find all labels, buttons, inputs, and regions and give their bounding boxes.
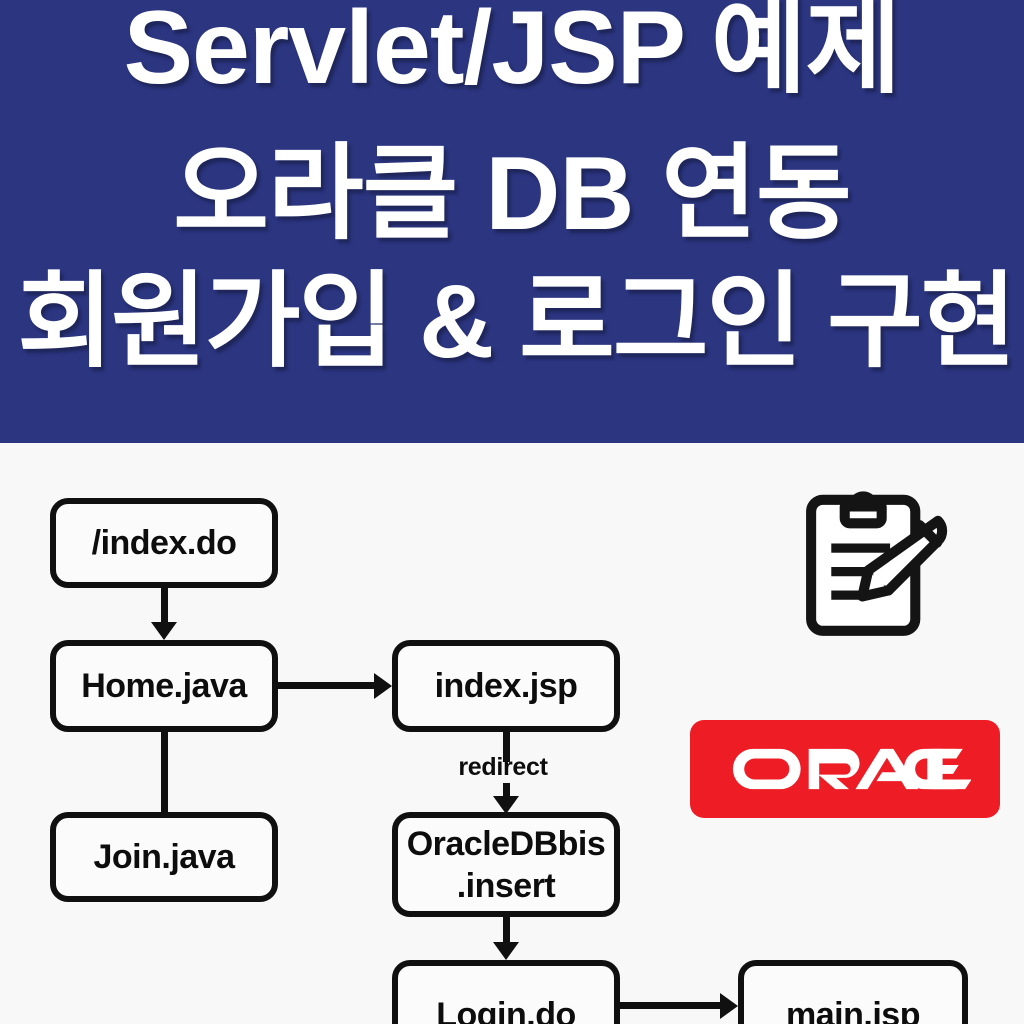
flow-node-label: Join.java [93, 838, 235, 876]
arrowhead-indexdo-to-home [151, 622, 177, 640]
connector-home-to-join [161, 732, 168, 812]
oracle-logo-badge [690, 720, 1000, 818]
connector-indexjsp-to-redirect [503, 732, 510, 762]
connector-login-to-mainjsp [620, 1002, 720, 1009]
flow-node-index-do[interactable]: /index.do [50, 498, 278, 588]
banner-title-line-1: Servlet/JSP 예제 [123, 0, 902, 106]
clipboard-pencil-icon [806, 491, 948, 636]
flow-node-main-jsp[interactable]: main.jsp [738, 960, 968, 1024]
flow-node-label: main.jsp [786, 996, 920, 1024]
banner-title-line-3: 회원가입 & 로그인 구현 [17, 264, 1017, 380]
connector-indexdo-to-home [161, 588, 168, 624]
flow-node-label: index.jsp [434, 667, 578, 705]
title-banner: Servlet/JSP 예제 오라클 DB 연동 회원가입 & 로그인 구현 [0, 0, 1024, 443]
flow-node-label-line-2: .insert [456, 866, 556, 905]
banner-title-line-2: 오라클 DB 연동 [173, 136, 851, 252]
arrowhead-redirect-to-oracledbbis [493, 796, 519, 814]
flowchart: redirect /index.do Home.java Join.java i… [0, 443, 1024, 1024]
flow-node-label: Home.java [81, 667, 247, 705]
flow-node-label: /index.do [91, 524, 237, 562]
connector-home-to-indexjsp [278, 682, 374, 689]
connector-oracledbbis-to-login [503, 917, 510, 944]
edge-label-redirect: redirect [458, 753, 548, 781]
connector-redirect-to-oracledbbis [503, 783, 510, 802]
arrowhead-login-to-mainjsp [720, 993, 738, 1019]
flow-node-label-line-1: OracleDBbis [406, 824, 606, 863]
flow-node-label: Login.do [436, 996, 576, 1024]
flow-node-join-java[interactable]: Join.java [50, 812, 278, 902]
arrowhead-home-to-indexjsp [374, 673, 392, 699]
flow-node-oracledbbis-insert[interactable]: OracleDBbis .insert [392, 812, 620, 917]
flow-node-index-jsp[interactable]: index.jsp [392, 640, 620, 732]
flow-node-home-java[interactable]: Home.java [50, 640, 278, 732]
flow-node-login-do[interactable]: Login.do [392, 960, 620, 1024]
arrowhead-oracledbbis-to-login [493, 942, 519, 960]
oracle-wordmark-icon [732, 748, 971, 790]
